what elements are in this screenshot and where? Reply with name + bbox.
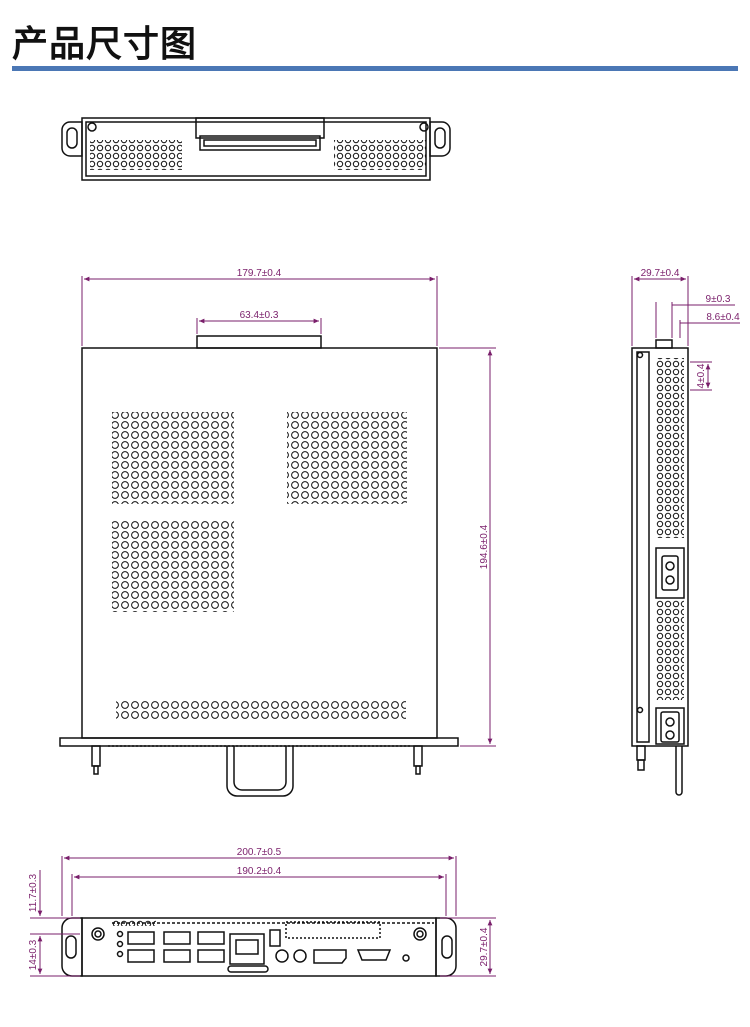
front-view-dimensions (30, 855, 496, 977)
front-left-ear (61, 917, 83, 977)
usb-port-6 (197, 949, 225, 963)
side-vent-upper (656, 358, 684, 538)
thumbscrew-left (91, 745, 101, 767)
dim-front-upper: 11.7±0.3 (28, 874, 39, 913)
page-title: 产品尺寸图 (12, 23, 198, 65)
rear-left-ear (61, 121, 83, 157)
rear-view (61, 117, 451, 181)
dim-side-offset-b: 8.6±0.4 (706, 312, 740, 323)
front-screw-right (413, 927, 427, 941)
side-vent-lower (656, 600, 684, 700)
front-body (81, 917, 437, 977)
top-vent-upper-left (112, 412, 234, 504)
side-view (631, 339, 689, 796)
usb-port-1 (127, 931, 155, 945)
top-vent-upper-right (287, 412, 407, 504)
top-view-dimensions (81, 276, 496, 747)
dim-front-overall: 200.7±0.5 (237, 847, 282, 858)
title-underline (12, 66, 738, 71)
dim-front-lower: 14±0.3 (28, 939, 39, 970)
side-port-panel (655, 547, 685, 599)
dim-top-connector: 63.4±0.3 (240, 310, 279, 321)
top-front-flange (59, 737, 459, 747)
top-vent-lower-left (112, 520, 234, 612)
dim-top-width: 179.7±0.4 (237, 268, 282, 279)
side-handle (675, 746, 683, 796)
top-connector (196, 335, 322, 349)
rear-vent-left (90, 140, 182, 170)
hdmi-port (356, 949, 392, 961)
displayport (313, 949, 347, 964)
front-right-ear (435, 917, 457, 977)
rear-connector (199, 135, 321, 151)
dim-front-height: 29.7±0.4 (479, 927, 490, 966)
usb-port-3 (163, 931, 191, 945)
side-view-dimensions (631, 276, 740, 391)
rear-vent-right (334, 140, 426, 170)
audio-jack-2 (293, 949, 307, 963)
header: 产品尺寸图 (0, 0, 750, 80)
dim-side-rail: 4±0.4 (696, 363, 707, 388)
usb-port-4 (163, 949, 191, 963)
dim-front-body: 190.2±0.4 (237, 866, 282, 877)
top-handle (226, 746, 294, 797)
usb-port-5 (197, 931, 225, 945)
front-screw-left (91, 927, 105, 941)
rear-right-ear (429, 121, 451, 157)
front-view (61, 917, 457, 977)
led-port (269, 929, 281, 947)
dim-side-thickness: 29.7±0.4 (641, 268, 680, 279)
side-body (631, 347, 689, 747)
dim-top-depth: 194.6±0.4 (479, 524, 490, 569)
thumbscrew-right (413, 745, 423, 767)
audio-jack-1 (275, 949, 289, 963)
lan-port (229, 933, 265, 965)
top-vent-bottom (116, 700, 406, 720)
front-led (402, 954, 410, 962)
usb-port-2 (127, 949, 155, 963)
dim-side-offset-a: 9±0.3 (706, 294, 731, 305)
top-view (59, 335, 459, 797)
